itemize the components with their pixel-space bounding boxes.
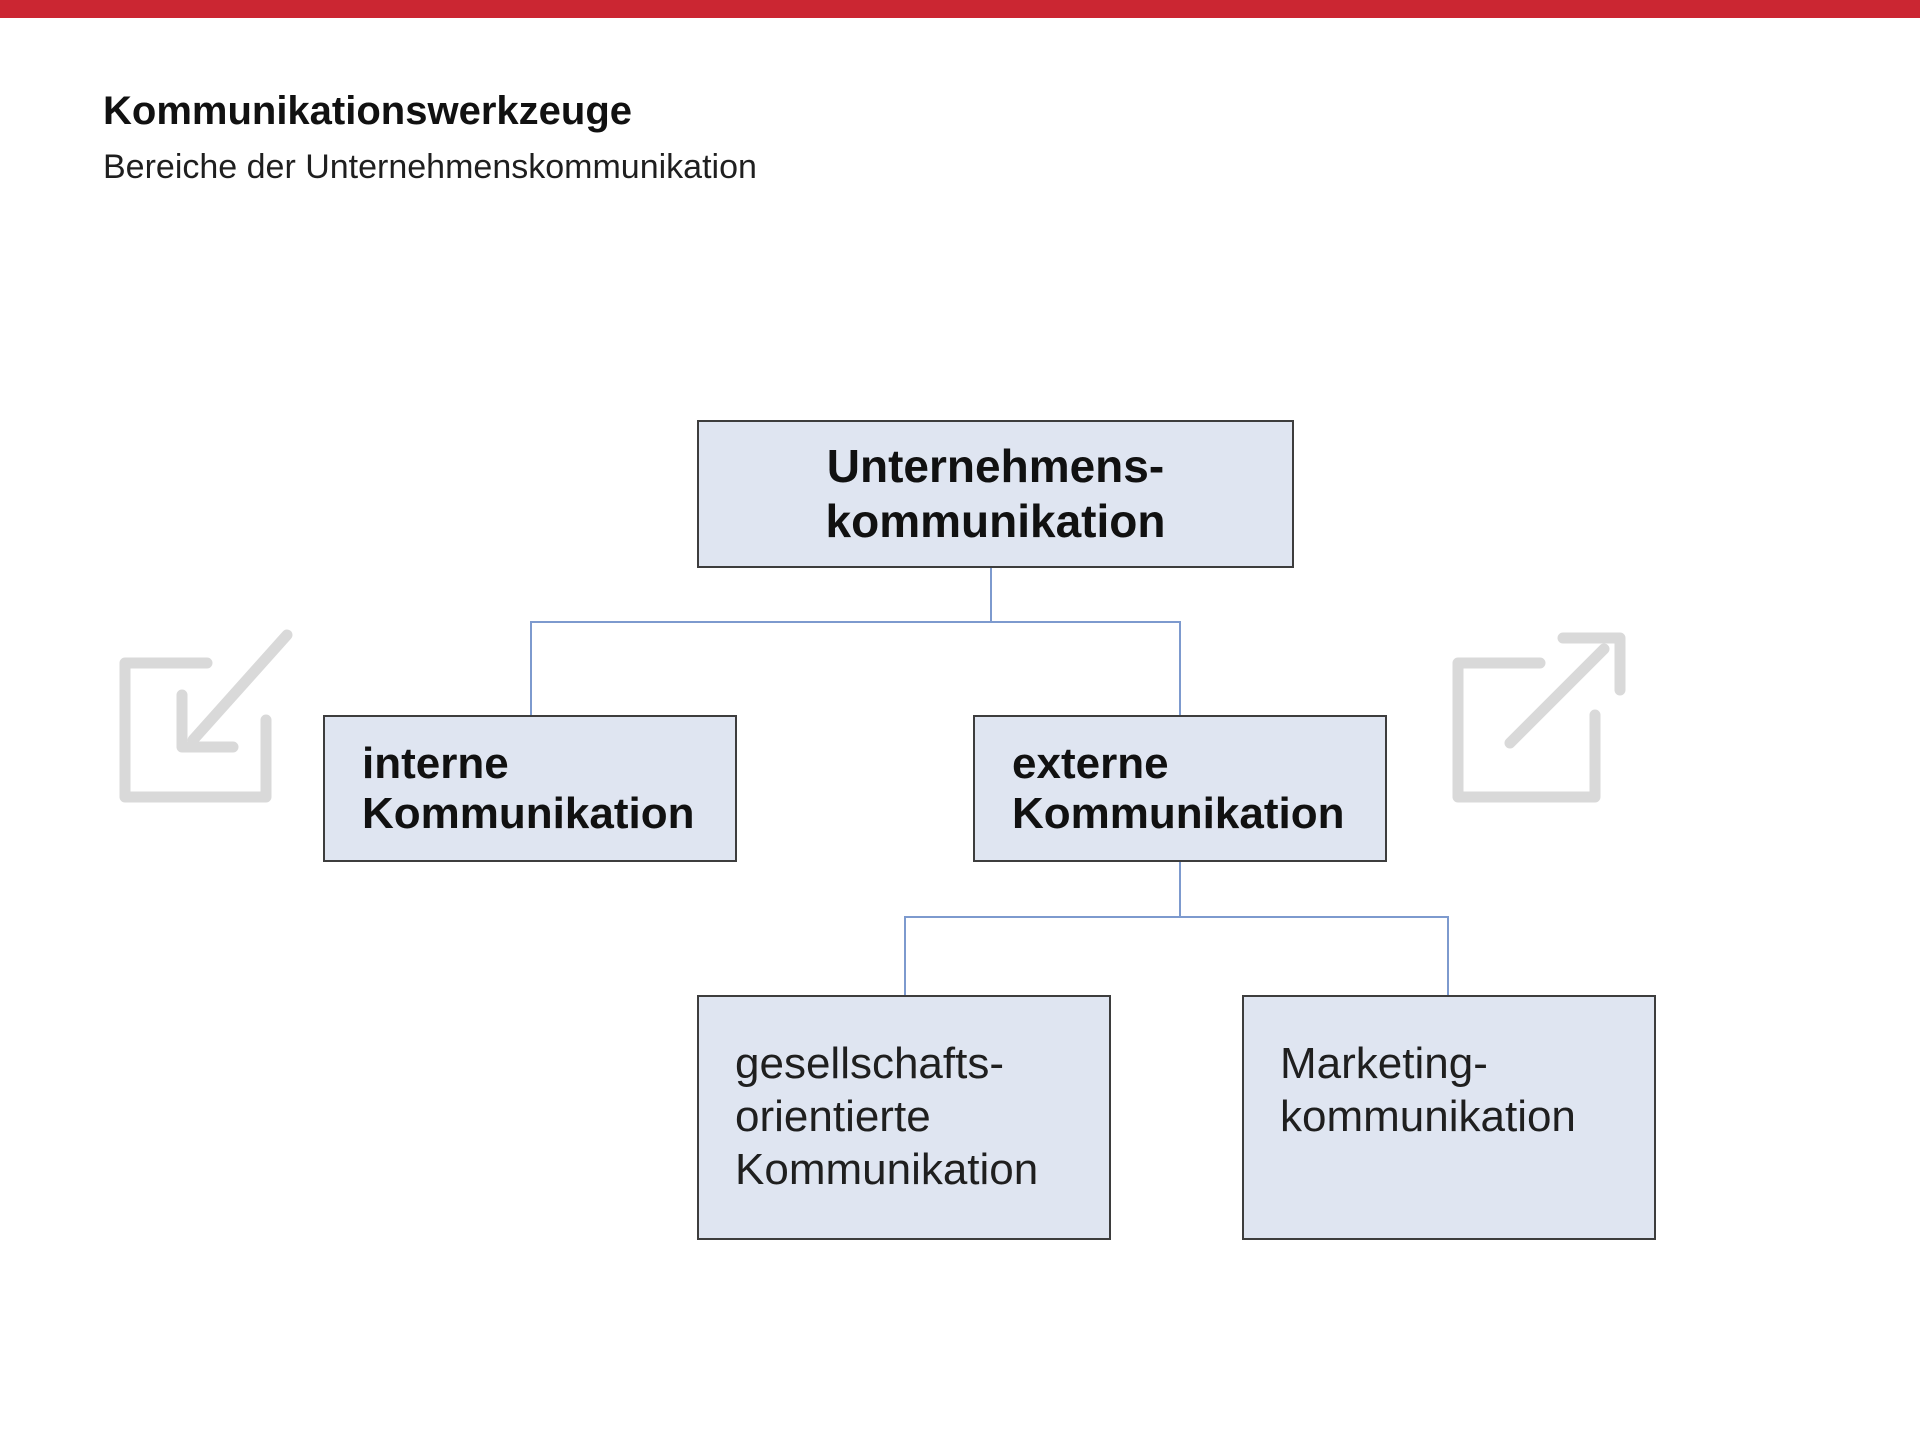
- connector-drop-internal: [530, 621, 532, 715]
- node-label-line: Kommunikation: [362, 788, 695, 838]
- connector-drop-external: [1179, 621, 1181, 715]
- connector-root-stem: [990, 568, 992, 623]
- import-arrow-icon: [119, 629, 293, 803]
- accent-bar: [0, 0, 1920, 18]
- node-interne-kommunikation: interne Kommunikation: [323, 715, 737, 862]
- connector-drop-societal: [904, 916, 906, 995]
- node-externe-kommunikation: externe Kommunikation: [973, 715, 1387, 862]
- external-link-icon: [1452, 632, 1626, 803]
- connector-drop-marketing: [1447, 916, 1449, 995]
- node-label-line: Kommunikation: [735, 1145, 1039, 1194]
- node-label-line: externe: [1012, 738, 1169, 788]
- node-label-line: kommunikation: [825, 495, 1166, 547]
- node-label-line: gesellschafts-: [735, 1039, 1005, 1088]
- connector-level1-rail: [530, 621, 1181, 623]
- node-unternehmenskommunikation: Unternehmens- kommunikation: [697, 420, 1294, 568]
- slide-title: Kommunikationswerkzeuge: [103, 89, 633, 133]
- node-label-line: Marketing-: [1280, 1039, 1488, 1088]
- node-label-line: kommunikation: [1280, 1092, 1576, 1141]
- node-label-line: Kommunikation: [1012, 788, 1345, 838]
- connector-external-stem: [1179, 862, 1181, 918]
- node-label-line: orientierte: [735, 1092, 931, 1141]
- node-label-line: Unternehmens-: [826, 440, 1165, 492]
- node-label-line: interne: [362, 738, 509, 788]
- slide-subtitle: Bereiche der Unternehmenskommunikation: [103, 148, 757, 186]
- connector-level2-rail: [904, 916, 1449, 918]
- node-gesellschaftsorientierte-kommunikation: gesellschafts- orientierte Kommunikation: [697, 995, 1111, 1240]
- node-marketingkommunikation: Marketing- kommunikation: [1242, 995, 1656, 1240]
